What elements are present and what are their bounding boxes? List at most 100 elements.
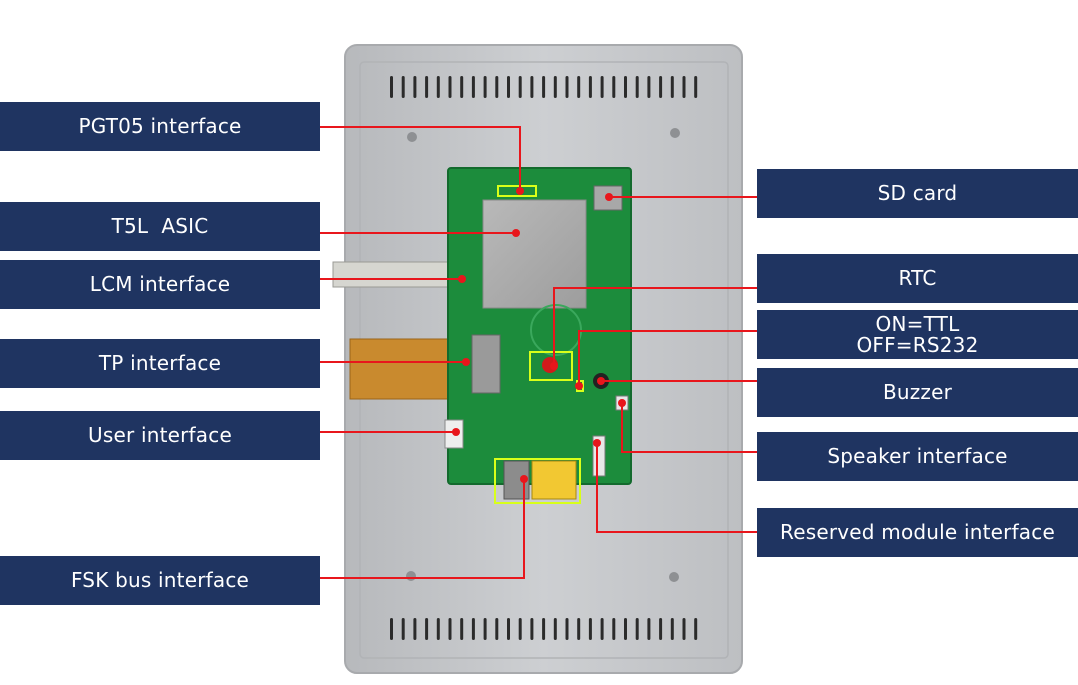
vent-slot (624, 76, 627, 98)
vent-slot (647, 618, 651, 640)
label-text: RTC (898, 266, 937, 290)
vent-slot (436, 76, 440, 98)
vent-slot (518, 618, 522, 640)
label-text: Speaker interface (827, 444, 1008, 468)
label-ttl-rs232-switch: ON=TTL OFF=RS232 (757, 310, 1078, 359)
label-text: TP interface (98, 351, 222, 375)
vent-slot (553, 618, 557, 640)
vent-slot (588, 618, 592, 640)
user-leader-dot (452, 428, 460, 436)
ttl-leader-dot (575, 382, 583, 390)
label-text-off: OFF=RS232 (856, 332, 979, 357)
lcm-leader-dot (458, 275, 466, 283)
reserved-leader-dot (593, 439, 601, 447)
label-buzzer: Buzzer (757, 368, 1078, 417)
vent-slot (565, 618, 569, 640)
vent-slot (659, 618, 663, 640)
vent-slot (635, 76, 639, 98)
label-text: PGT05 interface (78, 114, 242, 138)
vent-slot (518, 76, 522, 98)
pgt05-highlight (497, 185, 537, 197)
vent-slot (565, 76, 569, 98)
label-rtc: RTC (757, 254, 1078, 303)
vent-slot (600, 618, 604, 640)
asic-shield (482, 199, 587, 309)
vent-slot (647, 76, 651, 98)
vent-slot (495, 618, 499, 640)
vent-slot (694, 618, 698, 640)
label-text: SD card (877, 181, 958, 205)
vent-slot (577, 76, 581, 98)
vent-slot (425, 618, 429, 640)
vent-slot (460, 618, 464, 640)
ttl-leader (578, 330, 757, 386)
mounting-screw (670, 128, 680, 138)
vent-slot (600, 76, 604, 98)
tp-leader-dot (462, 358, 470, 366)
vent-slot (682, 76, 686, 98)
fsk-leader (320, 479, 525, 579)
vent-slot (436, 618, 440, 640)
label-sd-card: SD card (757, 169, 1078, 218)
label-pgt05-interface: PGT05 interface (0, 102, 320, 151)
buzzer-leader-dot (597, 377, 605, 385)
vent-slot (495, 76, 499, 98)
vent-slot (542, 618, 546, 640)
vent-slot (624, 618, 627, 640)
tp-flex-cable (349, 338, 463, 400)
reserved-leader (596, 443, 757, 533)
vent-slot (401, 618, 405, 640)
vent-slot (553, 76, 557, 98)
fsk-connector (531, 460, 577, 500)
vent-slot (483, 618, 487, 640)
rtc-leader (553, 287, 757, 366)
vent-slot (670, 76, 674, 98)
asic-leader-dot (512, 229, 520, 237)
vent-slot (577, 618, 581, 640)
rtc-highlight (529, 351, 573, 381)
pgt05-leader (320, 126, 521, 191)
vent-slot (413, 76, 417, 98)
speaker-leader-dot (618, 399, 626, 407)
vent-slot (448, 76, 452, 98)
bottom-vent-slots (390, 618, 698, 640)
vent-slot (471, 76, 475, 98)
vent-slot (507, 76, 510, 98)
tp-socket (471, 334, 501, 394)
speaker-leader (621, 403, 757, 453)
vent-slot (682, 618, 686, 640)
mounting-screw (406, 571, 416, 581)
vent-slot (390, 618, 393, 640)
vent-slot (413, 618, 417, 640)
label-user-interface: User interface (0, 411, 320, 460)
pgt05-leader-dot (516, 187, 524, 195)
vent-slot (530, 618, 534, 640)
label-text: LCM interface (89, 272, 231, 296)
vent-slot (425, 76, 429, 98)
label-fsk-bus-interface: FSK bus interface (0, 556, 320, 605)
vent-slot (448, 618, 452, 640)
mounting-screw (669, 572, 679, 582)
fsk-leader-dot (520, 475, 528, 483)
pcb-board (444, 167, 632, 500)
label-reserved-module-interface: Reserved module interface (757, 508, 1078, 557)
label-t5l-asic: T5L ASIC (0, 202, 320, 251)
vent-slot (542, 76, 546, 98)
vent-slot (635, 618, 639, 640)
vent-slot (483, 76, 487, 98)
label-tp-interface: TP interface (0, 339, 320, 388)
top-vent-slots (390, 76, 698, 98)
vent-slot (588, 76, 592, 98)
label-text: Buzzer (882, 380, 953, 404)
label-lcm-interface: LCM interface (0, 260, 320, 309)
vent-slot (659, 76, 663, 98)
sd-leader-dot (605, 193, 613, 201)
rtc-leader-dot (550, 362, 558, 370)
fsk-highlight (494, 458, 581, 504)
vent-slot (401, 76, 405, 98)
label-text: Reserved module interface (780, 520, 1055, 544)
mounting-screw (407, 132, 417, 142)
vent-slot (530, 76, 534, 98)
vent-slot (694, 76, 698, 98)
